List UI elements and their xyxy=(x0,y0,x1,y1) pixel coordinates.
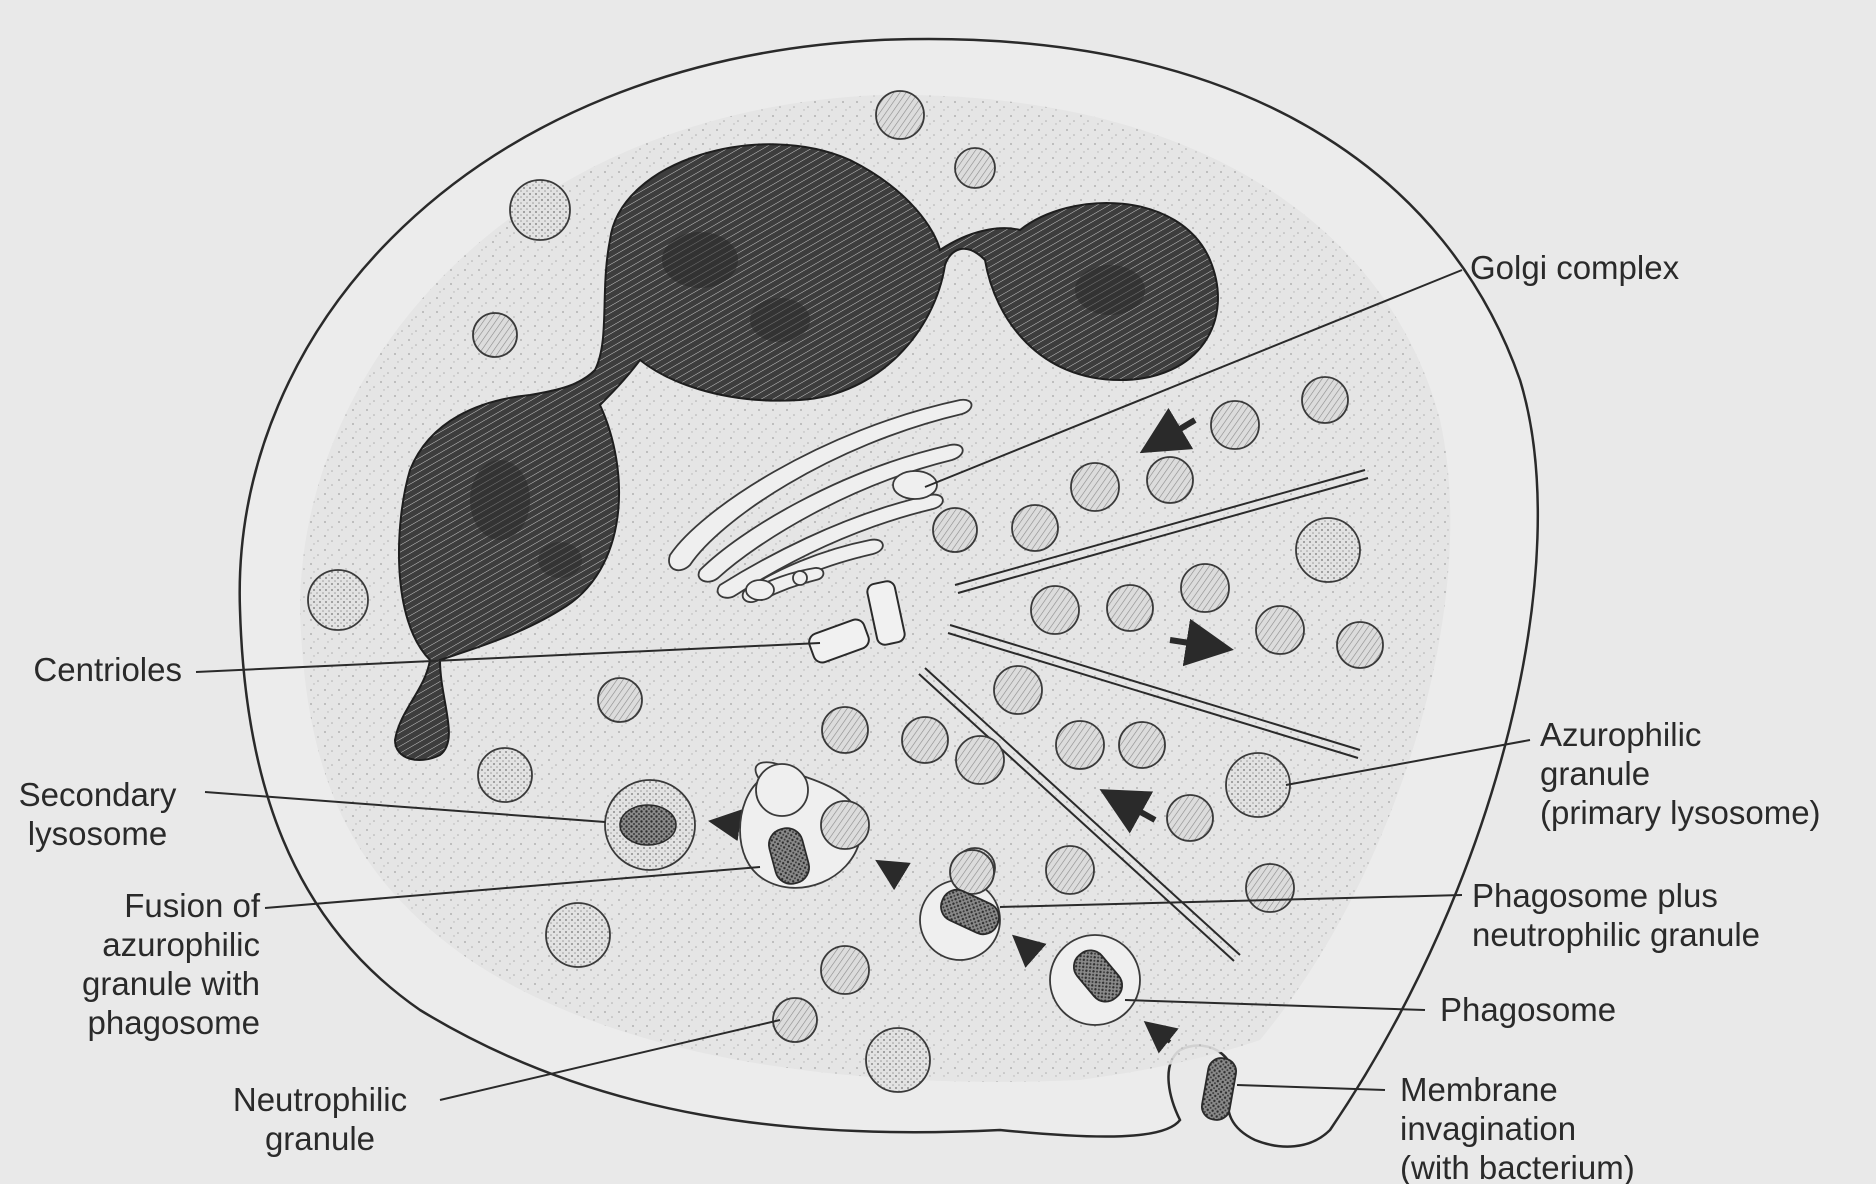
label-membrane-invagination: Membrane invagination (with bacterium) xyxy=(1400,1070,1635,1184)
label-centrioles: Centrioles xyxy=(0,650,182,689)
phagosome xyxy=(1050,935,1140,1025)
label-phagosome-plus: Phagosome plus neutrophilic granule xyxy=(1472,876,1760,954)
label-neutrophilic-granule: Neutrophilic granule xyxy=(210,1080,430,1158)
label-phagosome: Phagosome xyxy=(1440,990,1616,1029)
label-fusion: Fusion of azurophilic granule with phago… xyxy=(20,886,260,1042)
label-azurophilic-granule: Azurophilic granule (primary lysosome) xyxy=(1540,715,1821,832)
label-secondary-lysosome: Secondary lysosome xyxy=(0,775,195,853)
secondary-lysosome xyxy=(605,780,695,870)
label-golgi-complex: Golgi complex xyxy=(1470,248,1679,287)
